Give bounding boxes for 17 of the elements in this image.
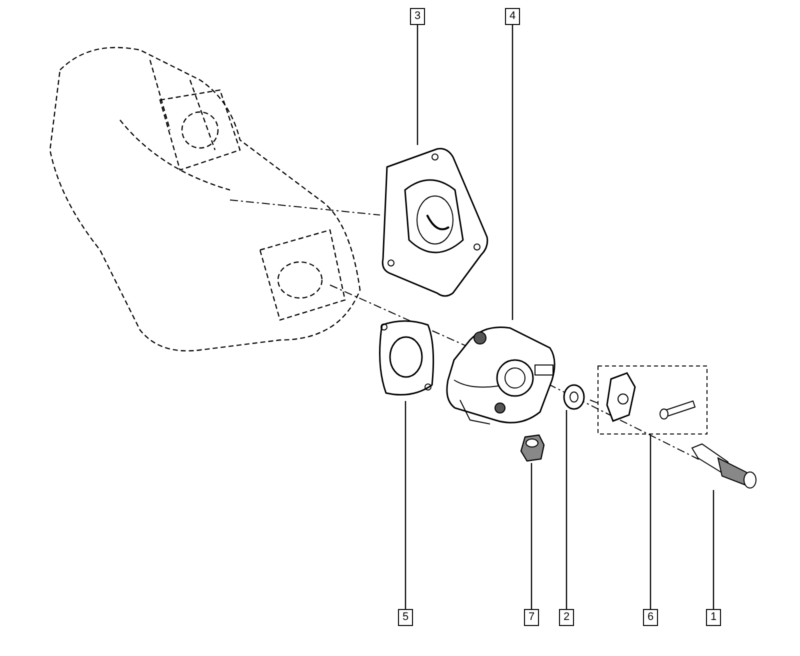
callout-number: 4: [505, 8, 520, 25]
part-drawing: [562, 383, 586, 410]
callout-number: 5: [398, 609, 413, 626]
part-drawing: [519, 433, 546, 463]
callout-number: 3: [410, 8, 425, 25]
leader-line: [530, 463, 532, 609]
leader-line: [712, 490, 714, 609]
callout-number: 7: [524, 609, 539, 626]
callout-number: 2: [559, 609, 574, 626]
leader-line: [566, 410, 568, 609]
leader-line: [650, 435, 652, 609]
callout-number: 1: [706, 609, 721, 626]
callout-number: 6: [643, 609, 658, 626]
leader-line: [416, 25, 418, 145]
part-drawing: [597, 365, 708, 435]
leader-line: [404, 401, 406, 609]
leader-line: [512, 25, 514, 320]
